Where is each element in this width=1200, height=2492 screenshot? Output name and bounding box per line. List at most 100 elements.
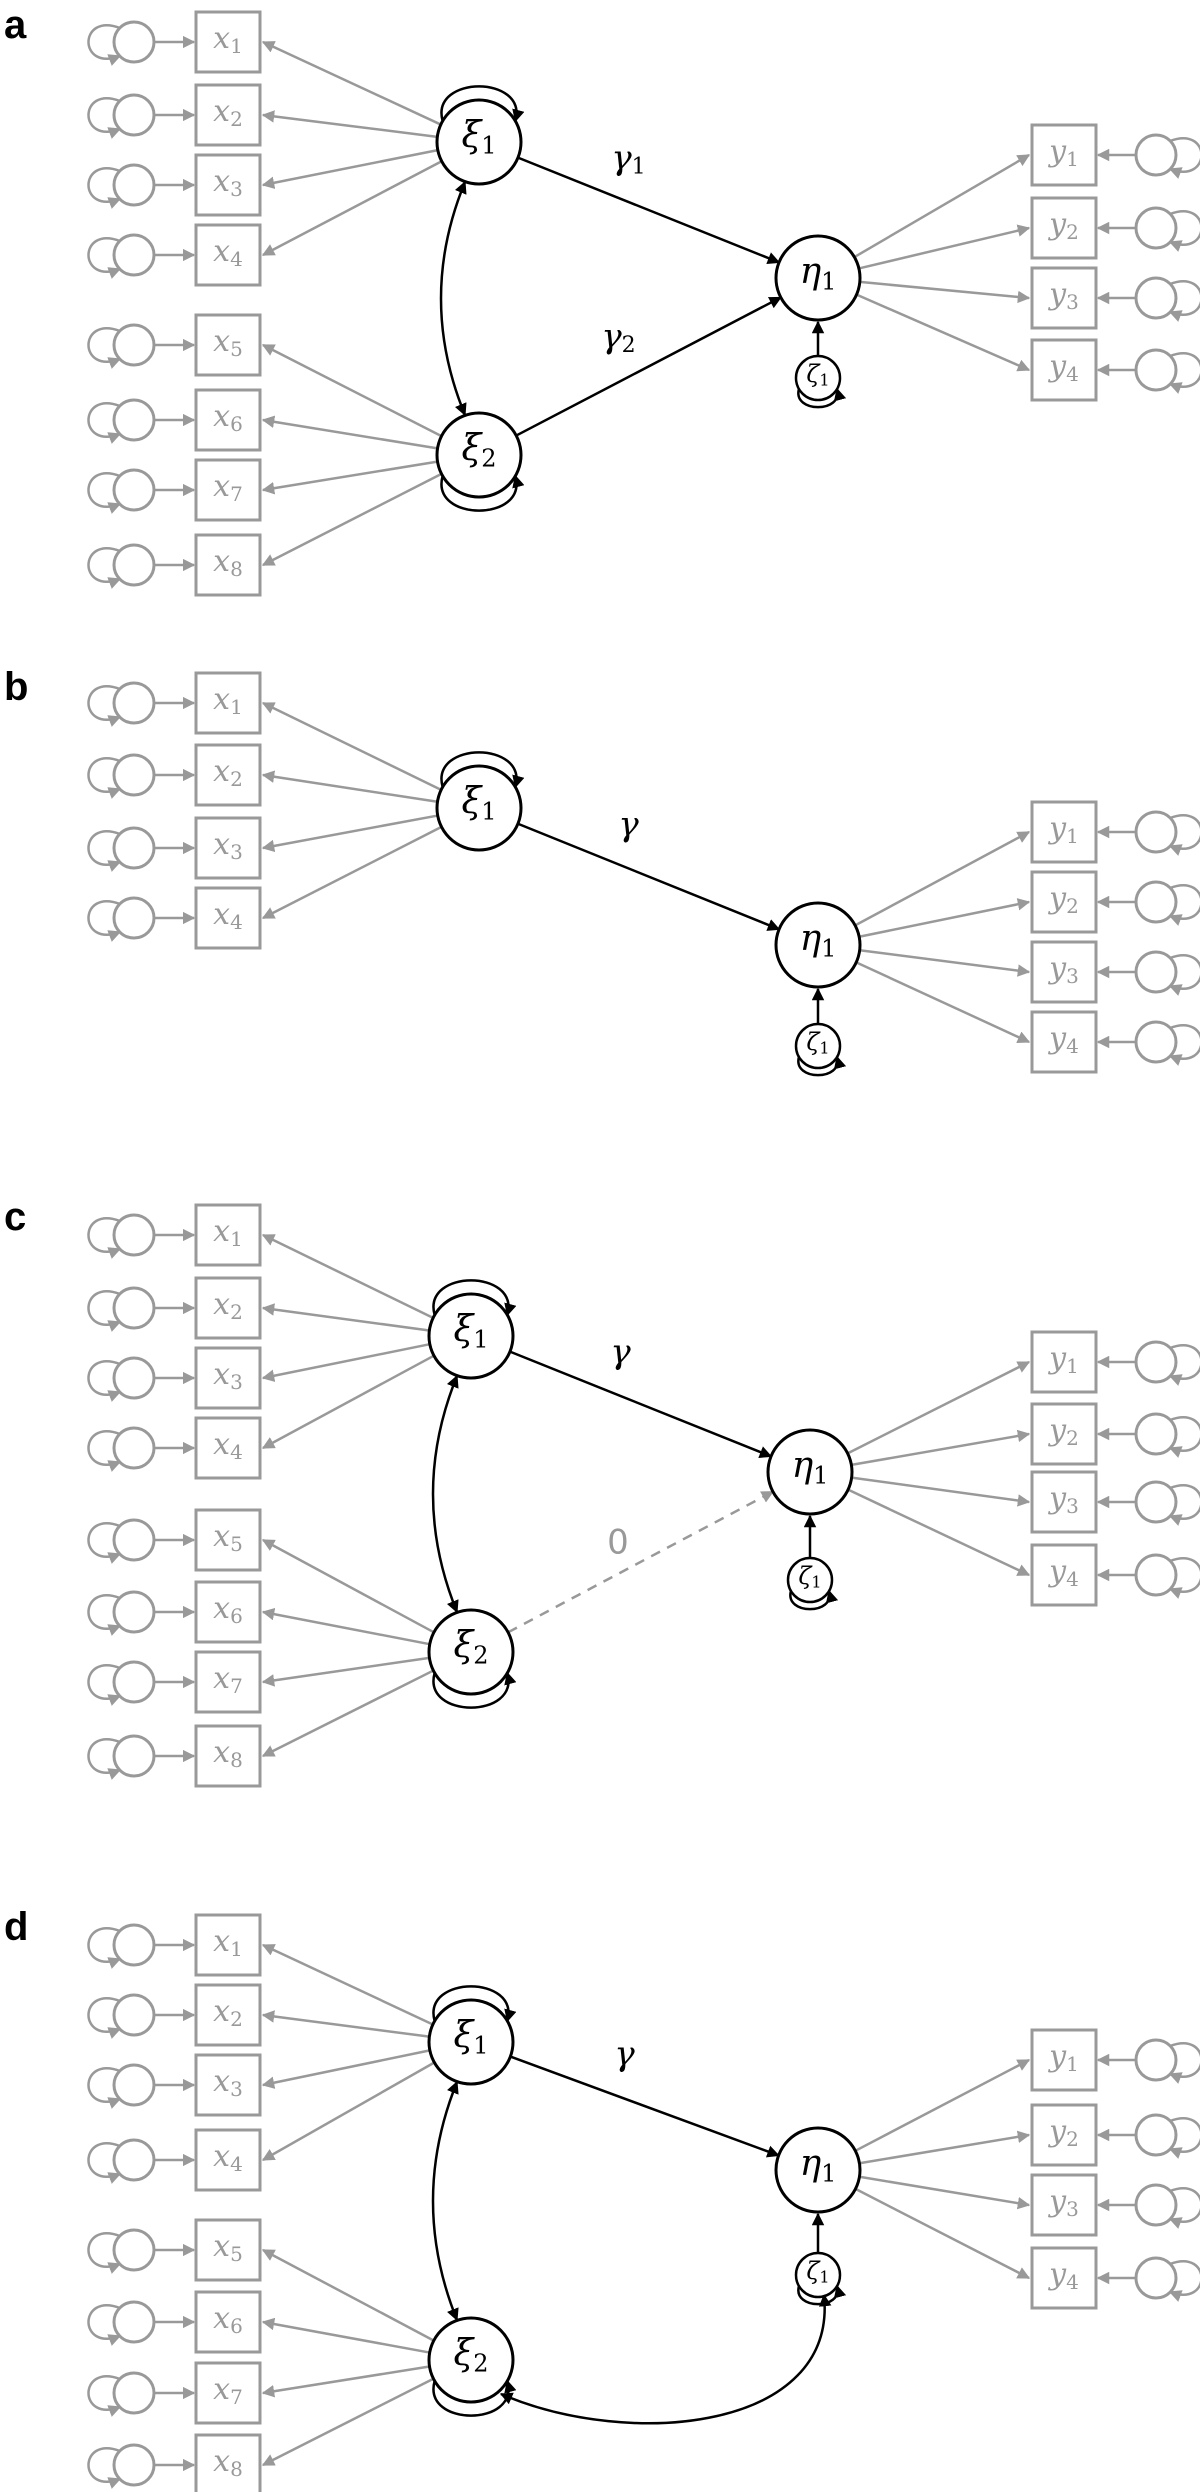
x8-indicator-box bbox=[194, 1724, 262, 1788]
y2-indicator-label-symbol: y bbox=[1047, 1413, 1067, 1448]
loading-x7-arrow bbox=[261, 2365, 430, 2398]
x6-indicator-box bbox=[194, 1580, 262, 1644]
covariance-xi1-xi2-arrow bbox=[431, 1374, 459, 1614]
y3-error-variance-arrow bbox=[1168, 1484, 1200, 1526]
y3-error-circle bbox=[1134, 950, 1178, 994]
y2-error-variance-arrow bbox=[1168, 884, 1200, 926]
y2-indicator-label: y2 bbox=[1047, 207, 1079, 244]
loading-x5-arrow bbox=[261, 2248, 435, 2342]
y2-indicator-label-subscript: 2 bbox=[1066, 1426, 1079, 1450]
x7-error-variance-arrow bbox=[87, 2375, 122, 2417]
y3-indicator-label-symbol: y bbox=[1047, 1481, 1067, 1516]
x2-error-variance-arrow bbox=[87, 757, 122, 799]
y3-indicator-label: y3 bbox=[1047, 1481, 1079, 1518]
x4-indicator-label-subscript: 4 bbox=[230, 247, 243, 271]
x3-indicator-label: x3 bbox=[213, 2064, 243, 2101]
x8-indicator-label-subscript: 8 bbox=[230, 2457, 243, 2481]
zeta1-disturbance-circle bbox=[794, 2251, 842, 2299]
loading-x2-arrow bbox=[261, 1303, 430, 1332]
x7-indicator-box bbox=[194, 2361, 262, 2425]
loading-y2-arrow bbox=[859, 2130, 1031, 2165]
eta1-latent-circle bbox=[766, 1428, 854, 1516]
y1-error-circle bbox=[1134, 1340, 1178, 1384]
y1-indicator-label-symbol: y bbox=[1047, 2039, 1067, 2074]
x7-indicator-box bbox=[194, 458, 262, 522]
x4-indicator-label-subscript: 4 bbox=[230, 910, 243, 934]
loading-x5-arrow bbox=[261, 1538, 435, 1634]
x7-indicator-label-symbol: x bbox=[213, 1661, 230, 1696]
x5-indicator-label: x5 bbox=[213, 324, 243, 361]
x1-indicator-label-subscript: 1 bbox=[230, 695, 243, 719]
path-xi2-eta-arrow bbox=[515, 296, 782, 437]
x5-indicator-label-subscript: 5 bbox=[230, 2242, 243, 2266]
eta1-latent-label: η1 bbox=[800, 2143, 837, 2187]
x1-indicator-label: x1 bbox=[213, 21, 243, 58]
x6-error-circle bbox=[112, 1590, 156, 1634]
x2-indicator-label-subscript: 2 bbox=[230, 107, 243, 131]
xi1-variance-arrow bbox=[440, 751, 525, 789]
xi1-latent-label-symbol: ξ bbox=[461, 781, 483, 822]
path-xi2-eta-label: γ2 bbox=[601, 317, 635, 359]
y4-error-variance-arrow bbox=[1168, 352, 1200, 394]
y4-error-circle bbox=[1134, 1553, 1178, 1597]
x4-error-variance-arrow bbox=[87, 900, 122, 942]
y4-error-circle bbox=[1134, 348, 1178, 392]
y3-indicator-label-symbol: y bbox=[1047, 951, 1067, 986]
eta1-latent-label-symbol: η bbox=[792, 1445, 814, 1486]
path-xi2-eta-label-symbol: γ bbox=[601, 317, 622, 357]
x2-indicator-label: x2 bbox=[213, 1994, 243, 2031]
x7-indicator-label-symbol: x bbox=[213, 469, 230, 504]
x4-indicator-label-symbol: x bbox=[213, 2139, 230, 2174]
loading-x3-arrow bbox=[261, 148, 439, 189]
y4-indicator-label-subscript: 4 bbox=[1066, 1567, 1079, 1591]
x1-error-circle bbox=[112, 681, 156, 725]
covariance-xi1-xi2-arrow bbox=[431, 2080, 459, 2322]
xi1-latent-label-subscript: 1 bbox=[481, 797, 496, 825]
x8-indicator-label: x8 bbox=[213, 2444, 243, 2481]
y4-indicator-label-symbol: y bbox=[1047, 1554, 1067, 1589]
x2-indicator-box bbox=[194, 83, 262, 147]
x8-indicator-label-symbol: x bbox=[213, 1735, 230, 1770]
y3-indicator-label-subscript: 3 bbox=[1066, 290, 1079, 314]
y4-indicator-label-symbol: y bbox=[1047, 1021, 1067, 1056]
x5-error-variance-arrow bbox=[87, 327, 122, 369]
loading-x6-arrow bbox=[261, 415, 438, 450]
y1-indicator-box bbox=[1030, 800, 1098, 864]
loading-x1-arrow bbox=[261, 1943, 434, 2026]
y2-indicator-label-subscript: 2 bbox=[1066, 894, 1079, 918]
loading-x3-arrow bbox=[261, 814, 438, 853]
x8-error-variance-arrow bbox=[87, 2447, 122, 2489]
x2-indicator-label: x2 bbox=[213, 754, 243, 791]
zeta1-disturbance-label: ζ1 bbox=[798, 1562, 821, 1592]
y1-indicator-box bbox=[1030, 1330, 1098, 1394]
covariance-xi1-xi2-arrow bbox=[439, 180, 467, 417]
path-xi1-eta-arrow bbox=[509, 1350, 773, 1458]
y2-error-circle bbox=[1134, 880, 1178, 924]
eta1-latent-label-subscript: 1 bbox=[813, 1461, 828, 1489]
covariance-xi2-zeta1-arrow bbox=[499, 2293, 832, 2425]
y3-indicator-label-symbol: y bbox=[1047, 277, 1067, 312]
zeta1-disturbance-circle bbox=[794, 1022, 842, 1070]
panel-label: c bbox=[4, 1195, 26, 1239]
x1-indicator-label-subscript: 1 bbox=[230, 1937, 243, 1961]
x7-indicator-label-subscript: 7 bbox=[230, 2385, 243, 2409]
zeta1-disturbance-label-symbol: ζ bbox=[806, 2257, 821, 2285]
eta1-latent-label: η1 bbox=[800, 251, 837, 295]
zeta1-disturbance-label-subscript: 1 bbox=[811, 1572, 821, 1591]
x2-indicator-box bbox=[194, 1276, 262, 1340]
y4-indicator-label: y4 bbox=[1047, 349, 1079, 386]
x6-error-variance-arrow bbox=[87, 2304, 122, 2346]
xi1-latent-label: ξ1 bbox=[461, 115, 496, 159]
x1-indicator-label-symbol: x bbox=[213, 1924, 230, 1959]
y4-indicator-label-subscript: 4 bbox=[1066, 2270, 1079, 2294]
x7-error-circle bbox=[112, 468, 156, 512]
path-xi1-eta-label-symbol: γ bbox=[611, 138, 632, 178]
x3-indicator-label-subscript: 3 bbox=[230, 1370, 243, 1394]
y2-indicator-label: y2 bbox=[1047, 1413, 1079, 1450]
loading-y2-arrow bbox=[851, 1429, 1031, 1467]
x7-error-variance-arrow bbox=[87, 472, 122, 514]
path-xi2-eta-label-subscript: 2 bbox=[622, 333, 636, 358]
x2-indicator-label-subscript: 2 bbox=[230, 2007, 243, 2031]
xi2-latent-circle bbox=[427, 1608, 515, 1696]
